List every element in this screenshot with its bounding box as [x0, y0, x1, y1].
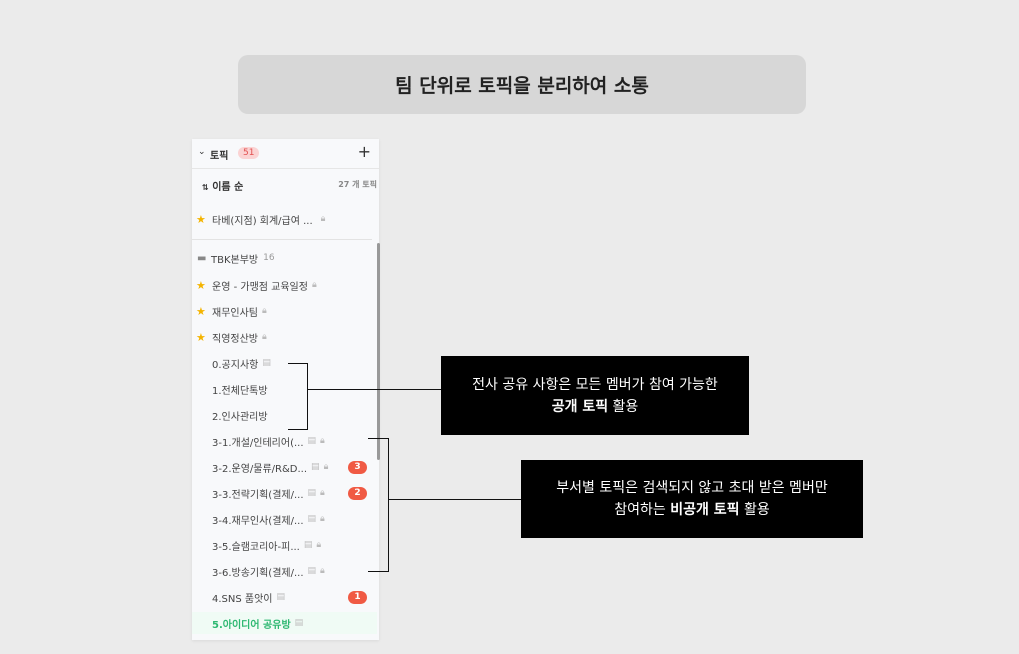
topic-label: 운영 - 가맹점 교육일정: [212, 281, 308, 293]
topic-count-badge: 51: [238, 147, 260, 159]
topic-label: 3-2.운영/물류/R&D...: [212, 463, 308, 475]
folder-label: TBK본부방: [211, 254, 259, 266]
topic-item[interactable]: 4.SNS 품앗이▤ 1: [192, 586, 377, 608]
topic-header[interactable]: ⌄ 토픽 51 +: [192, 139, 379, 169]
topic-item[interactable]: ★ 직영정산방 🔒︎: [192, 326, 377, 348]
lock-icon: 🔒︎: [320, 514, 325, 524]
topic-label: 3-4.재무인사(결제/...: [212, 515, 304, 527]
star-icon: ★: [196, 304, 206, 318]
folder-count: 16: [263, 253, 275, 263]
chevron-down-icon[interactable]: ⌄: [198, 147, 206, 157]
topic-item[interactable]: ★ 재무인사팀 🔒︎: [192, 300, 377, 322]
bracket-public: [307, 363, 308, 430]
document-icon: ▤: [307, 436, 317, 446]
topic-label: 2.인사관리방: [212, 411, 268, 423]
topic-label: 5.아이디어 공유방: [212, 619, 291, 631]
callout-text: 전사 공유 사항은 모든 멤버가 참여 가능한: [472, 376, 718, 393]
lock-icon: 🔒︎: [320, 214, 326, 224]
topic-item[interactable]: 3-4.재무인사(결제/...▤🔒︎: [192, 508, 377, 530]
topic-item[interactable]: 3-1.개설/인테리어(...▤🔒︎: [192, 430, 377, 452]
topic-item[interactable]: 3-2.운영/물류/R&D...▤🔒︎ 3: [192, 456, 377, 478]
sort-icon: ⇅: [202, 183, 209, 192]
topic-label: 3-5.슬램코리아-피...: [212, 541, 300, 553]
bracket-private: [368, 571, 389, 572]
page-title: 팀 단위로 토픽을 분리하여 소통: [238, 55, 806, 114]
document-icon: ▤: [303, 540, 313, 550]
callout-bold: 공개 토픽: [551, 398, 609, 415]
bracket-public: [288, 429, 308, 430]
lock-icon: 🔒︎: [262, 332, 267, 342]
unread-badge: 1: [348, 590, 367, 604]
bracket-private: [388, 438, 389, 572]
topic-label: 3-6.방송기획(결제/...: [212, 567, 304, 579]
topic-label: 0.공지사항: [212, 359, 259, 371]
lock-icon: 🔒︎: [323, 462, 329, 472]
topic-label: 4.SNS 품앗이: [212, 593, 273, 605]
topic-item[interactable]: 2.인사관리방: [192, 404, 377, 426]
lock-icon: 🔒︎: [320, 436, 325, 446]
callout-text: 참여하는: [614, 502, 671, 518]
topic-label: 3-1.개설/인테리어(...: [212, 437, 304, 449]
topic-total: 27 개 토픽: [338, 180, 377, 189]
topic-item[interactable]: 3-5.슬램코리아-피...▤🔒︎: [192, 534, 377, 556]
lock-icon: 🔒︎: [262, 306, 267, 316]
callout-public: 전사 공유 사항은 모든 멤버가 참여 가능한 공개 토픽 활용: [441, 356, 749, 435]
add-topic-button[interactable]: +: [357, 142, 371, 161]
callout-private: 부서별 토픽은 검색되지 않고 초대 받은 멤버만 참여하는 비공개 토픽 활용: [521, 460, 863, 538]
topic-item[interactable]: 3-6.방송기획(결제/...▤🔒︎: [192, 560, 377, 582]
callout-text: 활용: [739, 502, 770, 518]
topic-header-label: 토픽: [210, 151, 229, 162]
connector-private: [388, 499, 521, 500]
lock-icon: 🔒︎: [320, 488, 325, 498]
topic-label: 3-3.전략기획(결제/...: [212, 489, 304, 501]
callout-text: 활용: [608, 398, 639, 415]
star-icon: ★: [196, 330, 206, 344]
topic-item[interactable]: 3-3.전략기획(결제/...▤🔒︎ 2: [192, 482, 377, 504]
topic-label: 타베(지점) 회계/급여 ...: [212, 215, 313, 227]
star-icon: ★: [196, 278, 206, 292]
topic-item[interactable]: 5.아이디어 공유방▤: [192, 612, 377, 634]
topic-label: 1.전체단톡방: [212, 385, 268, 397]
bracket-public: [288, 363, 308, 364]
document-icon: ▤: [307, 566, 317, 576]
document-icon: ▤: [311, 462, 320, 472]
unread-badge: 2: [348, 486, 367, 500]
document-icon: ▤: [276, 592, 286, 602]
scrollbar[interactable]: [377, 243, 380, 460]
callout-text: 부서별 토픽은 검색되지 않고 초대 받은 멤버만: [556, 480, 828, 496]
topic-label: 직영정산방: [212, 333, 258, 345]
pinned-topic[interactable]: ★ 타베(지점) 회계/급여 ... 🔒︎: [192, 208, 377, 230]
unread-badge: 3: [348, 460, 367, 474]
sort-label: 이름 순: [212, 182, 244, 193]
folder-icon: ▬: [197, 252, 207, 264]
topic-item[interactable]: 1.전체단톡방: [192, 378, 377, 400]
topic-item[interactable]: ★ 운영 - 가맹점 교육일정🔒︎: [192, 274, 377, 296]
lock-icon: 🔒︎: [320, 566, 325, 576]
connector-public: [307, 389, 441, 390]
lock-icon: 🔒︎: [316, 540, 322, 550]
topic-label: 재무인사팀: [212, 307, 258, 319]
document-icon: ▤: [262, 358, 271, 368]
document-icon: ▤: [307, 488, 317, 498]
bracket-private: [368, 438, 389, 439]
document-icon: ▤: [294, 618, 304, 628]
star-icon: ★: [196, 212, 206, 226]
topic-item[interactable]: 0.공지사항▤: [192, 352, 377, 374]
document-icon: ▤: [307, 514, 317, 524]
sort-button[interactable]: ⇅ 이름 순: [202, 178, 243, 193]
callout-bold: 비공개 토픽: [670, 502, 740, 518]
divider: [192, 239, 372, 240]
folder-tbk[interactable]: ▬ TBK본부방 16: [192, 247, 377, 269]
lock-icon: 🔒︎: [311, 280, 317, 290]
